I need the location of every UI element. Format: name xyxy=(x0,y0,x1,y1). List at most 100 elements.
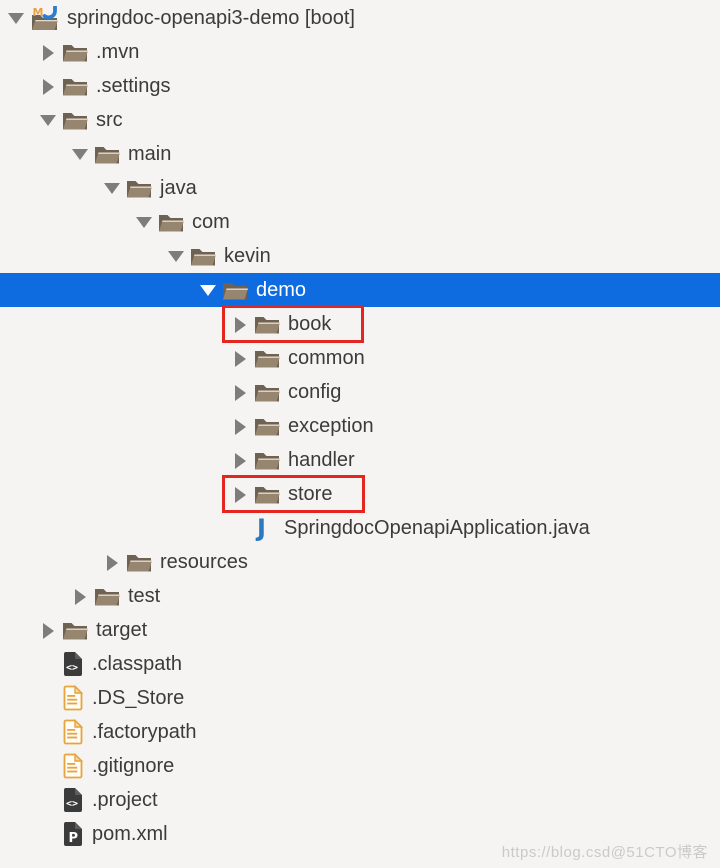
tree-item-label: target xyxy=(96,619,148,641)
folder-icon xyxy=(254,449,280,471)
tree-item-label: store xyxy=(288,483,333,505)
row-content: .mvn xyxy=(40,35,139,69)
folder-icon xyxy=(254,483,280,505)
folder-icon xyxy=(62,41,88,63)
tree-row-common[interactable]: common xyxy=(0,341,720,375)
tree-item-label: exception xyxy=(288,415,374,437)
tree-item-label: java xyxy=(160,177,197,199)
row-content: exception xyxy=(232,409,374,443)
expand-toggle-icon[interactable] xyxy=(40,43,56,61)
text-file-icon xyxy=(62,719,84,745)
tree-row-pom-xml[interactable]: P pom.xml xyxy=(0,817,720,851)
folder-icon xyxy=(126,177,152,199)
row-content: common xyxy=(232,341,365,375)
tree-row-gitignore[interactable]: .gitignore xyxy=(0,749,720,783)
expand-toggle-icon[interactable] xyxy=(232,349,248,367)
row-content: main xyxy=(72,137,171,171)
tree-row-factorypath[interactable]: .factorypath xyxy=(0,715,720,749)
tree-row-handler[interactable]: handler xyxy=(0,443,720,477)
tree-row-book[interactable]: book xyxy=(0,305,720,343)
expand-toggle-icon[interactable] xyxy=(104,553,120,571)
tree-item-label: demo xyxy=(256,279,307,301)
tree-item-label: src xyxy=(96,109,123,131)
tree-item-label: .mvn xyxy=(96,41,140,63)
tree-row-com[interactable]: com xyxy=(0,205,720,239)
expand-toggle-icon xyxy=(40,655,56,673)
row-content: .factorypath xyxy=(40,715,197,749)
expand-toggle-icon[interactable] xyxy=(232,485,248,503)
expand-toggle-icon[interactable] xyxy=(72,145,88,163)
tree-row-target[interactable]: target xyxy=(0,613,720,647)
tree-item-label: common xyxy=(288,347,365,369)
tree-item-label: .project xyxy=(92,789,158,811)
row-content: demo xyxy=(200,273,306,307)
svg-text:<>: <> xyxy=(66,663,78,674)
tree-item-label: .factorypath xyxy=(92,721,197,743)
expand-toggle-icon[interactable] xyxy=(40,77,56,95)
tree-item-label: main xyxy=(128,143,172,165)
tree-row-project[interactable]: <> .project xyxy=(0,783,720,817)
row-content: resources xyxy=(104,545,248,579)
row-content: test xyxy=(72,579,160,613)
tree-row-kevin[interactable]: kevin xyxy=(0,239,720,273)
folder-icon xyxy=(62,619,88,641)
expand-toggle-icon xyxy=(40,689,56,707)
svg-text:<>: <> xyxy=(66,799,78,810)
tree-row-demo[interactable]: demo xyxy=(0,273,720,307)
expand-toggle-icon[interactable] xyxy=(232,451,248,469)
expand-toggle-icon[interactable] xyxy=(8,9,24,27)
expand-toggle-icon xyxy=(40,825,56,843)
folder-icon xyxy=(254,313,280,335)
expand-toggle-icon[interactable] xyxy=(232,315,248,333)
tree-row-springdoc-openapi3-demo-boot[interactable]: M springdoc-openapi3-demo [boot] xyxy=(0,1,720,35)
svg-text:P: P xyxy=(69,831,79,846)
folder-icon xyxy=(62,75,88,97)
row-content: java xyxy=(104,171,197,205)
row-content: com xyxy=(136,205,230,239)
tree-row-main[interactable]: main xyxy=(0,137,720,171)
tree-item-label: kevin xyxy=(224,245,271,267)
folder-icon xyxy=(254,415,280,437)
expand-toggle-icon[interactable] xyxy=(40,111,56,129)
row-content: target xyxy=(40,613,147,647)
tree-item-label: resources xyxy=(160,551,248,573)
row-content: <> .project xyxy=(40,783,158,817)
tree-row-mvn[interactable]: .mvn xyxy=(0,35,720,69)
tree-row-java[interactable]: java xyxy=(0,171,720,205)
row-content: kevin xyxy=(168,239,271,273)
tree-row-ds-store[interactable]: .DS_Store xyxy=(0,681,720,715)
tree-row-resources[interactable]: resources xyxy=(0,545,720,579)
java-file-icon: J xyxy=(254,515,276,541)
maven-project-icon: M xyxy=(30,5,59,31)
svg-text:M: M xyxy=(33,6,44,19)
row-content: config xyxy=(232,375,341,409)
expand-toggle-icon[interactable] xyxy=(104,179,120,197)
expand-toggle-icon[interactable] xyxy=(232,383,248,401)
tree-item-label: book xyxy=(288,313,332,335)
expand-toggle-icon[interactable] xyxy=(72,587,88,605)
expand-toggle-icon xyxy=(232,519,248,537)
row-content: M springdoc-openapi3-demo [boot] xyxy=(8,1,355,35)
tree-row-store[interactable]: store xyxy=(0,475,720,513)
xml-file-icon: <> xyxy=(62,787,84,813)
tree-item-label: SpringdocOpenapiApplication.java xyxy=(284,517,590,539)
expand-toggle-icon[interactable] xyxy=(200,281,216,299)
expand-toggle-icon[interactable] xyxy=(40,621,56,639)
expand-toggle-icon[interactable] xyxy=(232,417,248,435)
tree-row-config[interactable]: config xyxy=(0,375,720,409)
text-file-icon xyxy=(62,753,84,779)
tree-row-springdocopenapiapplication-java[interactable]: J SpringdocOpenapiApplication.java xyxy=(0,511,720,545)
tree-row-test[interactable]: test xyxy=(0,579,720,613)
tree-row-classpath[interactable]: <> .classpath xyxy=(0,647,720,681)
folder-icon xyxy=(126,551,152,573)
folder-icon xyxy=(94,143,120,165)
expand-toggle-icon[interactable] xyxy=(168,247,184,265)
tree-row-settings[interactable]: .settings xyxy=(0,69,720,103)
folder-icon xyxy=(94,585,120,607)
folder-icon xyxy=(222,279,248,301)
tree-item-label: .settings xyxy=(96,75,171,97)
tree-row-src[interactable]: src xyxy=(0,103,720,137)
expand-toggle-icon[interactable] xyxy=(136,213,152,231)
tree-row-exception[interactable]: exception xyxy=(0,409,720,443)
